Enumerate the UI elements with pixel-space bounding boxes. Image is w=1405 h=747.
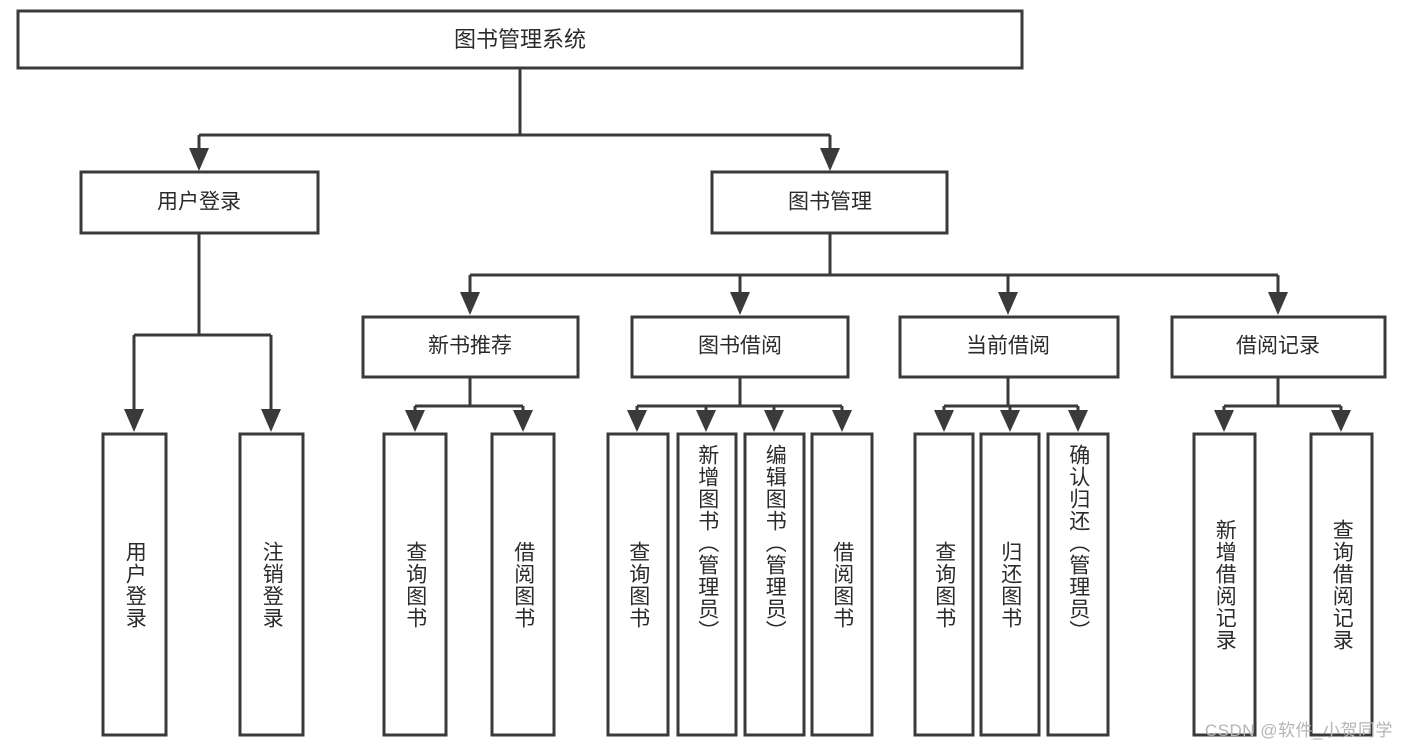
arrow-head-new-book-rec bbox=[460, 292, 480, 315]
arrow-head-nbr-leaf-2 bbox=[513, 410, 533, 432]
node-box-borrow-record[interactable] bbox=[1170, 315, 1387, 379]
leaf-box-borrow-record-2[interactable] bbox=[1309, 432, 1374, 737]
node-box-root[interactable] bbox=[16, 9, 1024, 70]
node-box-book-borrow[interactable] bbox=[630, 315, 850, 379]
node-label-user-login: 用户登录 bbox=[157, 191, 241, 214]
arrow-head-cb-leaf-1 bbox=[934, 410, 954, 432]
leaf-box-new-book-rec-2[interactable] bbox=[490, 432, 556, 737]
leaf-box-new-book-rec-1[interactable] bbox=[382, 432, 448, 737]
node-label-current-borrow: 当前借阅 bbox=[966, 335, 1050, 358]
arrow-head-nbr-leaf-1 bbox=[405, 410, 425, 432]
node-box-new-book-rec[interactable] bbox=[361, 315, 580, 379]
arrow-head-borrow-record bbox=[1268, 292, 1288, 315]
node-layer: 图书管理系统 用户登录 图书管理 新书推荐 图书借阅 当前借阅 借阅记录 bbox=[16, 9, 1387, 737]
arrow-head-bb-leaf-1 bbox=[627, 410, 647, 432]
watermark-text: CSDN @软件_小贺同学 bbox=[1204, 721, 1393, 740]
leaf-box-book-borrow-3[interactable] bbox=[743, 432, 806, 737]
connector-layer bbox=[124, 68, 1351, 432]
node-box-book-manage[interactable] bbox=[710, 170, 949, 235]
arrow-head-user-login bbox=[189, 148, 209, 171]
leaf-box-user-login-1[interactable] bbox=[101, 432, 168, 737]
arrow-head-br-leaf-1 bbox=[1214, 410, 1234, 432]
arrow-head-cb-leaf-3 bbox=[1068, 410, 1088, 432]
node-box-user-login[interactable] bbox=[79, 170, 320, 235]
arrow-head-book-manage bbox=[820, 148, 840, 171]
leaf-box-book-borrow-1[interactable] bbox=[606, 432, 670, 737]
node-label-root: 图书管理系统 bbox=[454, 27, 586, 52]
leaf-box-borrow-record-1[interactable] bbox=[1192, 432, 1257, 737]
node-label-book-manage: 图书管理 bbox=[788, 191, 872, 214]
leaf-box-book-borrow-4[interactable] bbox=[810, 432, 874, 737]
leaf-box-current-borrow-3[interactable] bbox=[1046, 432, 1110, 737]
leaf-box-current-borrow-2[interactable] bbox=[979, 432, 1041, 737]
arrow-head-bb-leaf-2 bbox=[696, 410, 716, 432]
arrow-head-cb-leaf-2 bbox=[1000, 410, 1020, 432]
node-label-new-book-rec: 新书推荐 bbox=[428, 335, 512, 358]
arrow-head-bb-leaf-3 bbox=[764, 410, 784, 432]
arrow-head-leaf-logout bbox=[261, 409, 281, 432]
node-label-book-borrow: 图书借阅 bbox=[698, 335, 782, 358]
arrow-head-book-borrow bbox=[730, 292, 750, 315]
leaf-box-book-borrow-2[interactable] bbox=[676, 432, 738, 737]
node-label-borrow-record: 借阅记录 bbox=[1236, 335, 1320, 358]
arrow-head-br-leaf-2 bbox=[1331, 410, 1351, 432]
arrow-head-bb-leaf-4 bbox=[832, 410, 852, 432]
node-box-current-borrow[interactable] bbox=[898, 315, 1120, 379]
leaf-box-current-borrow-1[interactable] bbox=[913, 432, 975, 737]
arrow-head-current-borrow bbox=[998, 292, 1018, 315]
arrow-head-leaf-user-login bbox=[124, 409, 144, 432]
leaf-box-user-login-2[interactable] bbox=[238, 432, 305, 737]
